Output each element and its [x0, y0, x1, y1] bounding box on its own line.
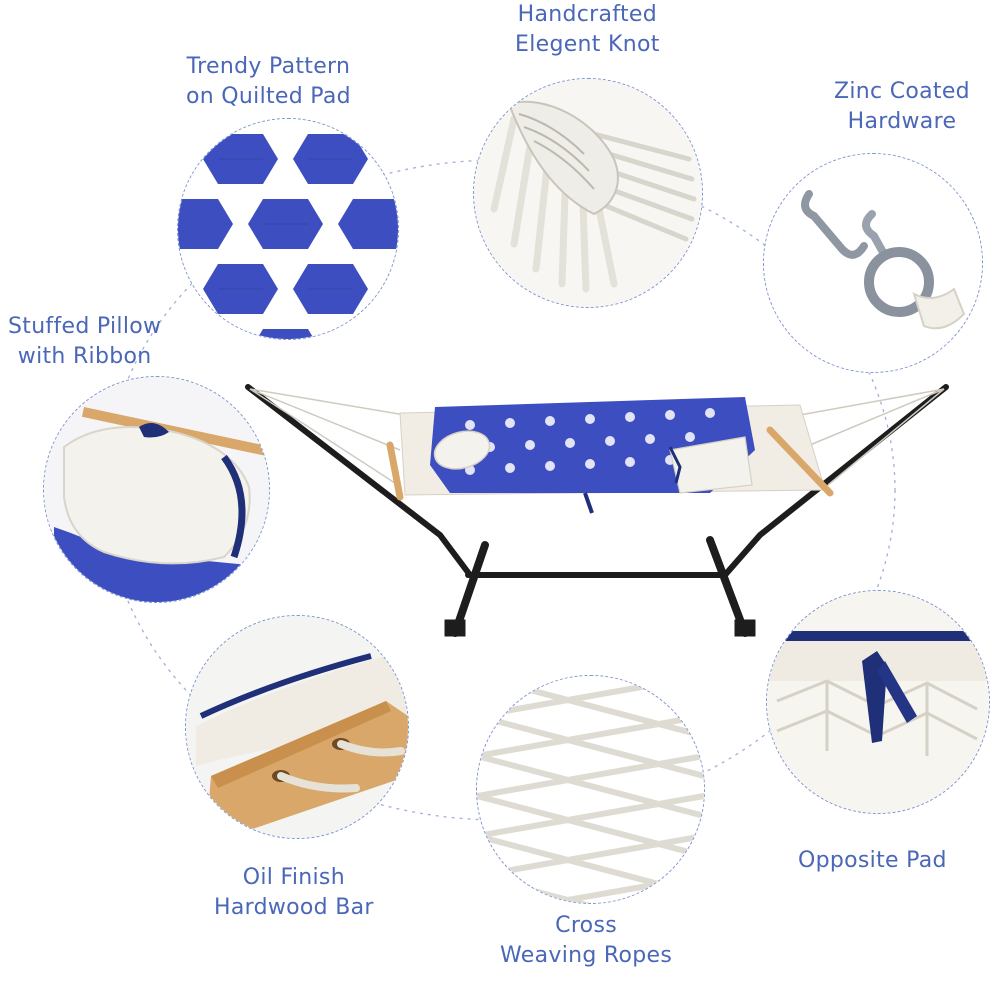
knot-detail-image [473, 78, 703, 308]
opposite-pad-detail-image [766, 590, 990, 814]
rope-weave-detail-image [476, 675, 705, 904]
label-zinc-hardware: Zinc Coated Hardware [834, 79, 970, 134]
label-trendy-pattern: Trendy Pattern on Quilted Pad [186, 54, 351, 109]
label-elegent-knot: Handcrafted Elegent Knot [515, 2, 660, 57]
quilted-pad-detail-image [177, 118, 399, 340]
label-opposite-pad: Opposite Pad [798, 848, 947, 873]
label-cross-ropes: Cross Weaving Ropes [500, 913, 673, 968]
label-stuffed-pillow: Stuffed Pillow with Ribbon [8, 314, 162, 369]
label-hardwood-bar: Oil Finish Hardwood Bar [214, 865, 374, 920]
hardware-detail-image [763, 153, 983, 373]
pillow-detail-image [43, 376, 270, 603]
hammock-with-stand-image [245, 384, 949, 637]
hardwood-bar-detail-image [185, 615, 409, 839]
